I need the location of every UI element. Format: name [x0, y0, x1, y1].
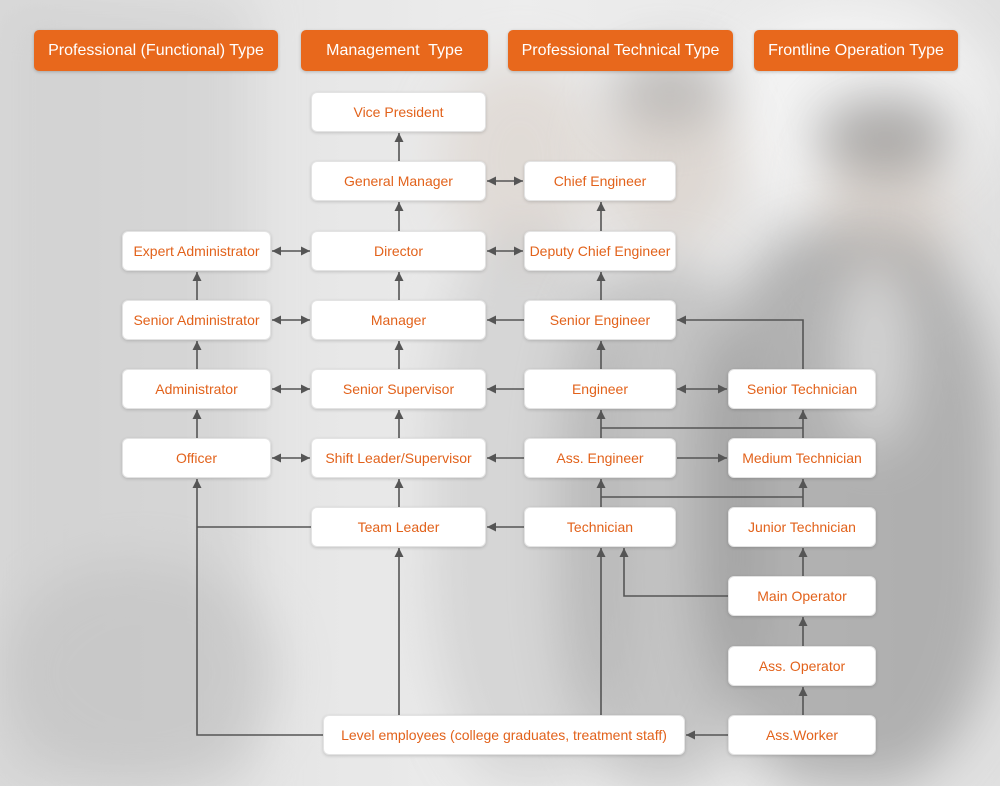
background-blob	[0, 560, 280, 786]
header-frontline-operation-type: Frontline Operation Type	[754, 30, 958, 71]
node-ass-worker: Ass.Worker	[728, 715, 876, 755]
node-senior-supervisor: Senior Supervisor	[311, 369, 486, 409]
node-chief-engineer: Chief Engineer	[524, 161, 676, 201]
node-level-employees: Level employees (college graduates, trea…	[323, 715, 685, 755]
node-technician: Technician	[524, 507, 676, 547]
node-team-leader: Team Leader	[311, 507, 486, 547]
background-blob	[815, 95, 955, 175]
node-general-manager: General Manager	[311, 161, 486, 201]
node-vice-president: Vice President	[311, 92, 486, 132]
background-blob	[600, 70, 740, 250]
node-deputy-chief-engineer: Deputy Chief Engineer	[524, 231, 676, 271]
node-main-operator: Main Operator	[728, 576, 876, 616]
node-junior-technician: Junior Technician	[728, 507, 876, 547]
node-senior-technician: Senior Technician	[728, 369, 876, 409]
node-senior-engineer: Senior Engineer	[524, 300, 676, 340]
node-officer: Officer	[122, 438, 271, 478]
header-professional-functional-type: Professional (Functional) Type	[34, 30, 278, 71]
arrow-entry-to-officer	[192, 479, 323, 736]
node-administrator: Administrator	[122, 369, 271, 409]
arrow-main-operator-to-technician	[619, 548, 728, 597]
node-expert-administrator: Expert Administrator	[122, 231, 271, 271]
node-medium-technician: Medium Technician	[728, 438, 876, 478]
node-shift-leader-supervisor: Shift Leader/Supervisor	[311, 438, 486, 478]
header-management-type: Management Type	[301, 30, 488, 71]
node-engineer: Engineer	[524, 369, 676, 409]
node-senior-administrator: Senior Administrator	[122, 300, 271, 340]
arrow-senior-technician-to-senior-engineer	[677, 315, 804, 369]
header-professional-technical-type: Professional Technical Type	[508, 30, 733, 71]
node-ass-engineer: Ass. Engineer	[524, 438, 676, 478]
node-ass-operator: Ass. Operator	[728, 646, 876, 686]
background-blob	[840, 250, 910, 450]
node-director: Director	[311, 231, 486, 271]
node-manager: Manager	[311, 300, 486, 340]
